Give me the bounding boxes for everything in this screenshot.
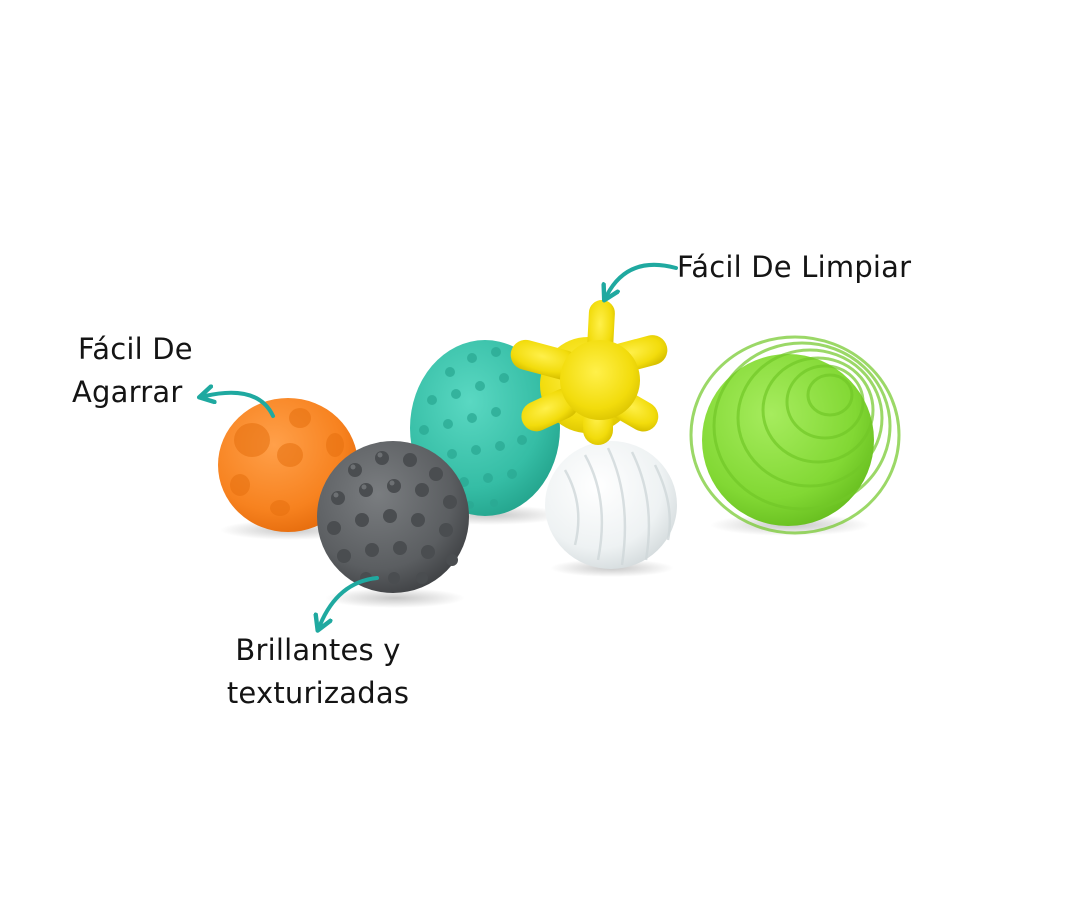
label-easy-grip-line2: Agarrar: [72, 375, 183, 409]
yellow-star-ball: [510, 300, 668, 445]
arrow-grip: [205, 393, 275, 418]
gray-spiky-ball: [317, 441, 469, 593]
label-easy-clean: Fácil De Limpiar: [677, 246, 911, 289]
green-ridged-ball: [689, 335, 901, 535]
arrow-clean: [607, 262, 678, 295]
label-bright-textured: Brillantes y texturizadas: [200, 629, 436, 715]
label-easy-grip-line1: Fácil De: [78, 332, 193, 366]
label-easy-clean-line1: Fácil De Limpiar: [677, 250, 912, 284]
label-easy-grip: Fácil De Agarrar: [72, 328, 193, 414]
white-swirl-ball: [545, 441, 677, 569]
label-bright-textured-line1: Brillantes y: [235, 633, 401, 667]
arrow-texture: [320, 576, 379, 625]
label-bright-textured-line2: texturizadas: [226, 676, 410, 710]
